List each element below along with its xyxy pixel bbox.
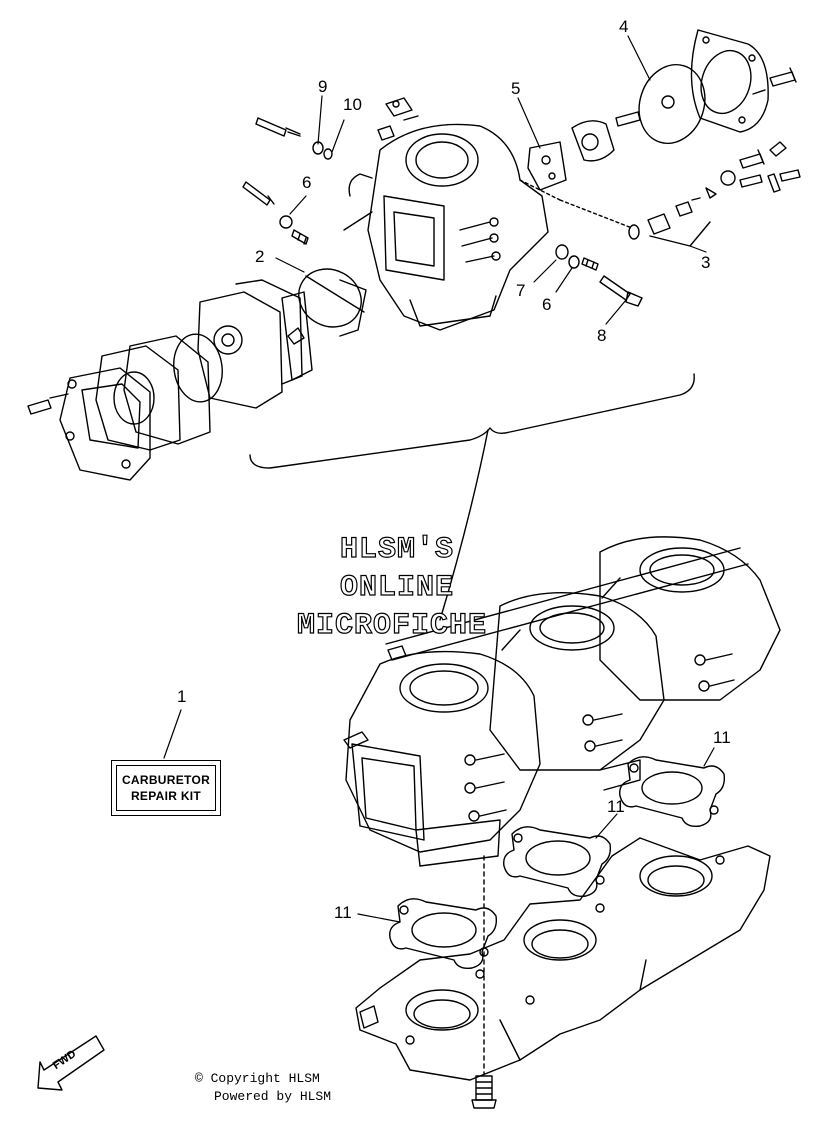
callout-11-left: 11 <box>334 903 352 922</box>
callout-8: 8 <box>597 326 607 345</box>
watermark-line-3: MICROFICHE <box>296 609 488 643</box>
callout-7: 7 <box>516 281 526 300</box>
callout-10: 10 <box>343 95 362 114</box>
repair-kit-label: CARBURETOR REPAIR KIT <box>111 760 221 816</box>
watermark-line-1: HLSM'S <box>339 533 455 567</box>
pump-stack <box>27 279 313 481</box>
repair-kit-line-1: CARBURETOR <box>121 773 211 787</box>
callout-11-middle: 11 <box>607 797 625 816</box>
callout-11-right: 11 <box>713 728 731 747</box>
powered-by-text: Powered by HLSM <box>214 1089 332 1104</box>
diaphragm-4 <box>638 29 769 145</box>
exploded-carburetor <box>343 97 561 331</box>
callout-2: 2 <box>255 247 265 266</box>
fuel-pump-diaphragm-2 <box>298 268 367 337</box>
callout-5: 5 <box>511 79 521 98</box>
callout-9: 9 <box>318 77 328 96</box>
screws-top-right <box>720 67 801 193</box>
gasket-11-right <box>619 756 726 828</box>
manifold-bolt <box>471 855 497 1109</box>
exploded-view-bracket <box>249 373 695 621</box>
watermark-line-2: ONLINE <box>339 571 455 605</box>
callout-3: 3 <box>701 253 711 272</box>
repair-kit-line-2: REPAIR KIT <box>130 789 202 803</box>
idle-screw-parts <box>555 244 643 307</box>
intake-manifold <box>355 837 771 1081</box>
needle-valve-3 <box>559 187 717 247</box>
callout-6-right: 6 <box>542 295 552 314</box>
cover-plate-5 <box>527 111 641 191</box>
gasket-11-middle <box>503 826 612 898</box>
pilot-screw-parts <box>242 117 333 245</box>
callout-4: 4 <box>619 17 629 36</box>
leader-lines <box>163 35 715 923</box>
fwd-arrow-icon <box>37 1035 105 1091</box>
carburetor-assembly <box>343 536 781 867</box>
gasket-11-left <box>389 898 498 970</box>
callout-6-left: 6 <box>302 173 312 192</box>
copyright-text: © Copyright HLSM <box>195 1071 320 1086</box>
callout-1: 1 <box>177 687 187 706</box>
